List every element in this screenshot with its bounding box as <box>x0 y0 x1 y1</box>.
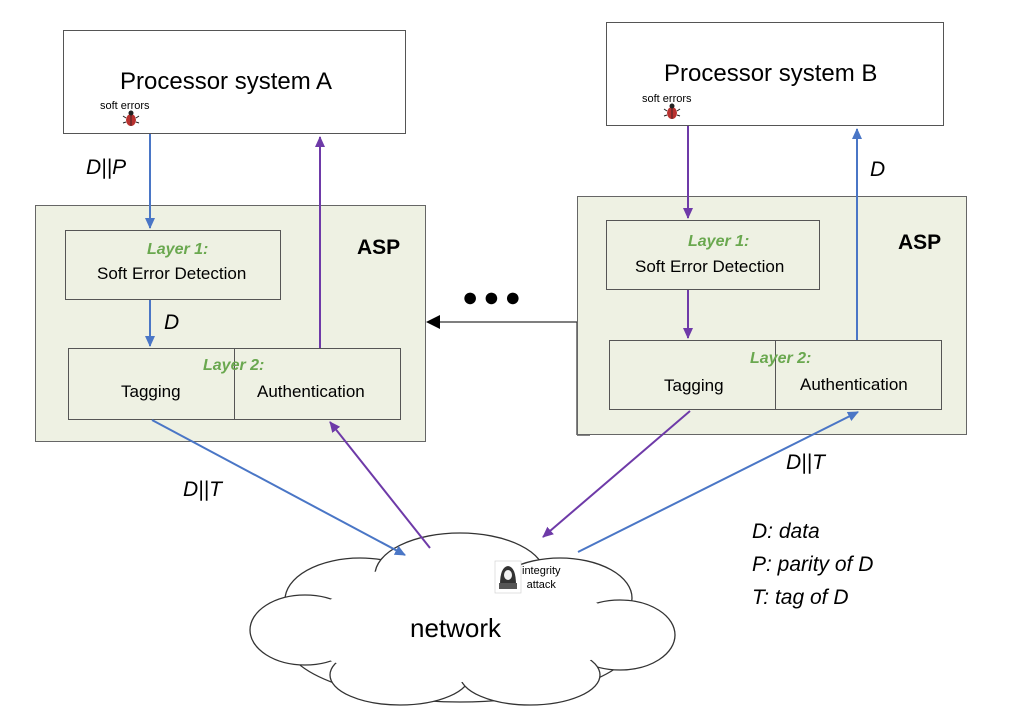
legend-item: P: parity of D <box>752 553 874 576</box>
signal-b-data: D <box>870 158 886 181</box>
asp-a-layer2-divider <box>234 348 235 420</box>
asp-b-layer1-body: Soft Error Detection <box>635 257 785 276</box>
integrity-attack-line2: attack <box>526 579 556 591</box>
asp-b-layer1-title: Layer 1: <box>688 233 750 250</box>
asp-a-layer1-box <box>65 230 281 300</box>
legend-item: T: tag of D <box>752 586 849 609</box>
asp-a-layer1-body: Soft Error Detection <box>97 264 247 283</box>
integrity-attack-line1: integrity <box>522 565 561 577</box>
asp-b-layer2-divider <box>775 340 776 410</box>
asp-b-label: ASP <box>898 231 942 254</box>
asp-b-layer1-box <box>606 220 820 290</box>
processor-b-soft-errors-label: soft errors <box>642 93 692 105</box>
asp-b-to-asp-a-arrow <box>426 315 578 435</box>
integrity-attack-label: integrity attack <box>522 564 561 592</box>
signal-a-data-parity: D||P <box>86 156 127 179</box>
signal-a-data-tag: D||T <box>183 478 222 501</box>
processor-system-a-title: Processor system A <box>120 68 333 95</box>
processor-system-a <box>63 30 406 134</box>
ellipsis-more-systems: ●●● <box>462 282 526 312</box>
asp-a-layer2-title: Layer 2: <box>203 357 265 374</box>
asp-b-tagging-label: Tagging <box>664 376 724 395</box>
asp-b-layer2-title: Layer 2: <box>750 350 812 367</box>
asp-b-authentication-label: Authentication <box>800 375 908 394</box>
signal-b-data-tag: D||T <box>786 451 825 474</box>
asp-a-label: ASP <box>357 236 401 259</box>
processor-system-b <box>606 22 944 126</box>
asp-a-layer1-title: Layer 1: <box>147 241 209 258</box>
legend-item: D: data <box>752 520 820 543</box>
processor-a-soft-errors-label: soft errors <box>100 100 150 112</box>
network-label: network <box>410 613 502 643</box>
processor-system-b-title: Processor system B <box>664 60 878 87</box>
asp-a-tagging-label: Tagging <box>121 382 181 401</box>
signal-a-data: D <box>164 311 180 334</box>
asp-a-authentication-label: Authentication <box>257 382 365 401</box>
